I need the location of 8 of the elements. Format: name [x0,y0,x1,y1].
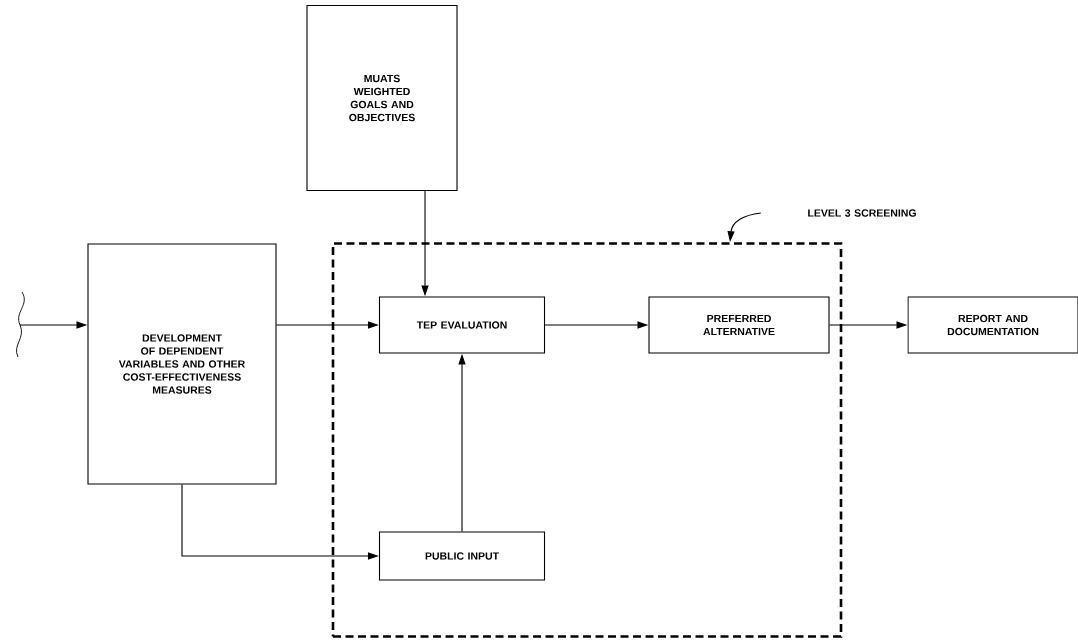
process-box: PUBLIC INPUT [378,531,546,581]
process-box: DEVELOPMENT OF DEPENDENT VARIABLES AND OTHER COST-EFFECTIVENESS MEASURES [87,243,277,485]
process-box: PREFERRED ALTERNATIVE [648,296,830,354]
process-box: TEP EVALUATION [378,296,546,354]
process-box: MUATS WEIGHTED GOALS AND OBJECTIVES [306,4,458,192]
callout-text: LEVEL 3 SCREENING [808,209,916,217]
process-box: REPORT AND DOCUMENTATION [907,296,1078,354]
screening-boundary [331,242,843,638]
